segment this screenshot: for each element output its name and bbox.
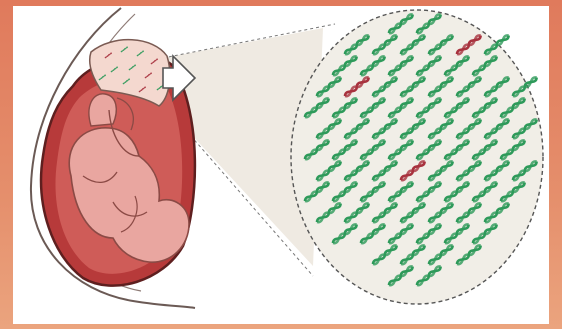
illustration-panel bbox=[13, 6, 549, 324]
magnified-dna-circle bbox=[291, 10, 543, 304]
cffdna-illustration bbox=[13, 6, 549, 324]
